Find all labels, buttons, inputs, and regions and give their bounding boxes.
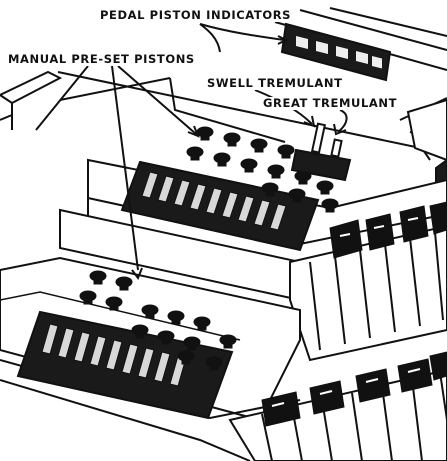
side-lever [0, 72, 60, 130]
swell-tremulant-label: SWELL TREMULANT [205, 77, 345, 90]
pedal-piston-indicator-panel [282, 24, 390, 80]
manual-preset-pistons-label: MANUAL PRE-SET PISTONS [6, 53, 197, 66]
pedal-indicator-arrow [200, 24, 284, 40]
great-tremulant-label: GREAT TREMULANT [261, 97, 399, 110]
pedal-piston-indicators-label: PEDAL PISTON INDICATORS [98, 9, 293, 22]
great-tremulant-arrow [338, 110, 347, 132]
manual-pointer-upper [118, 66, 196, 134]
